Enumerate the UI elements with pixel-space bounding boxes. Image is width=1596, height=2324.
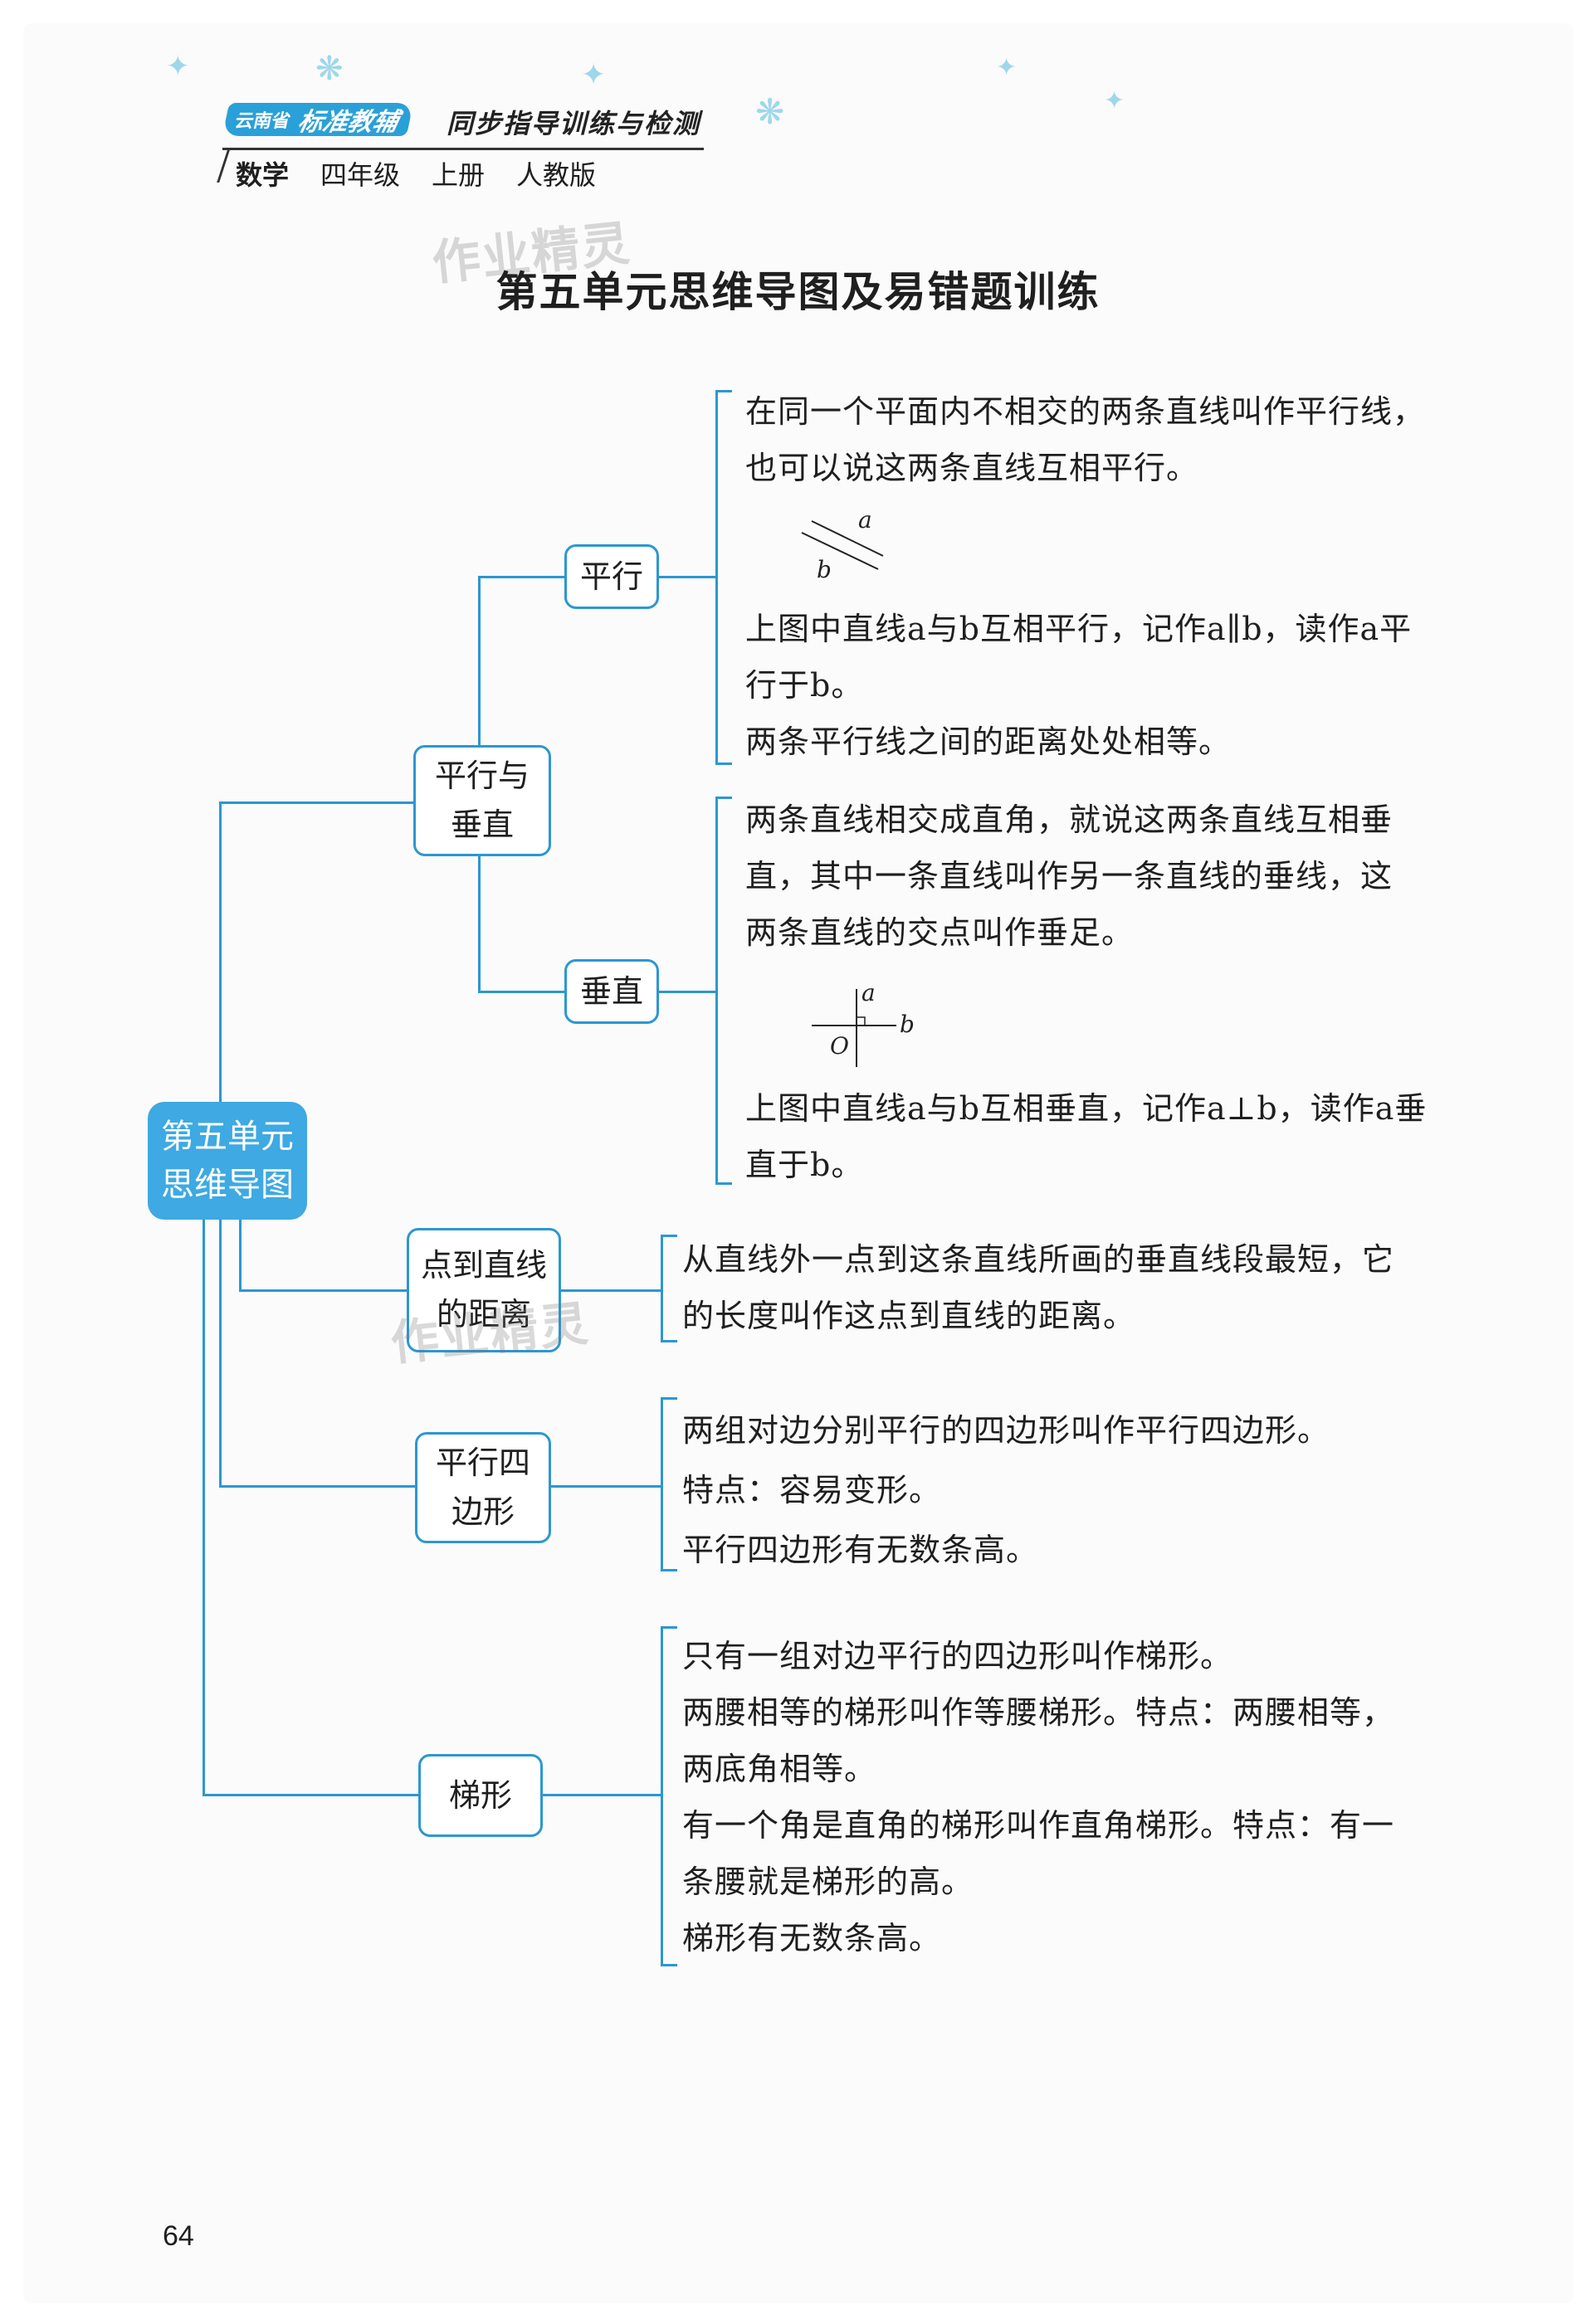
sparkle-icon: ✦ bbox=[581, 58, 607, 92]
brace bbox=[661, 1397, 677, 1571]
parallel-lines-figure: a b bbox=[801, 508, 884, 583]
figure-label-b: b bbox=[817, 556, 832, 583]
figure-label-a: a bbox=[861, 979, 876, 1006]
sparkle-icon: ✦ bbox=[166, 50, 190, 83]
brace bbox=[715, 390, 732, 765]
node-parallel-perpendicular: 平行与 垂直 bbox=[413, 745, 551, 856]
perpendicular-content-2: 上图中直线a与b互相垂直，记作a⊥b，读作a垂 直于b。 bbox=[745, 1080, 1427, 1193]
connector-line bbox=[219, 1485, 417, 1488]
perpendicular-lines-figure: a b O bbox=[812, 979, 915, 1067]
trunk-line bbox=[219, 801, 222, 1133]
trunk-line bbox=[219, 1218, 222, 1487]
figure-label-b: b bbox=[900, 1011, 915, 1038]
content-line: 特点：容易变形。 bbox=[682, 1472, 942, 1508]
content-line: 只有一组对边平行的四边形叫作梯形。 bbox=[682, 1638, 1233, 1674]
content-line: 平行四边形有无数条高。 bbox=[682, 1532, 1039, 1568]
figure-label-a: a bbox=[858, 508, 872, 533]
brace bbox=[661, 1235, 677, 1342]
parallelogram-content: 两组对边分别平行的四边形叫作平行四边形。 特点：容易变形。 平行四边形有无数条高… bbox=[682, 1401, 1330, 1580]
connector-line bbox=[561, 1289, 662, 1292]
content-line: 也可以说这两条直线互相平行。 bbox=[745, 450, 1199, 486]
node-label: 梯形 bbox=[448, 1776, 512, 1814]
page-title: 第五单元思维导图及易错题训练 bbox=[495, 267, 1101, 316]
node-label-line-2: 边形 bbox=[451, 1493, 515, 1530]
content-line: 两组对边分别平行的四边形叫作平行四边形。 bbox=[682, 1412, 1330, 1449]
node-trapezoid: 梯形 bbox=[418, 1754, 543, 1837]
content-line: 两条直线的交点叫作垂足。 bbox=[745, 914, 1135, 951]
content-line: 直于b。 bbox=[745, 1147, 864, 1183]
content-line: 行于b。 bbox=[745, 667, 864, 704]
root-node: 第五单元 思维导图 bbox=[148, 1102, 307, 1220]
node-perpendicular: 垂直 bbox=[564, 959, 659, 1024]
sparkle-icon: ❋ bbox=[315, 50, 344, 88]
connector-line bbox=[219, 801, 415, 804]
node-parallel: 平行 bbox=[564, 544, 659, 609]
volume: 上册 bbox=[432, 159, 486, 191]
series-name: 同步指导训练与检测 bbox=[447, 108, 701, 139]
content-line: 两底角相等。 bbox=[682, 1751, 877, 1787]
trapezoid-content: 只有一组对边平行的四边形叫作梯形。 两腰相等的梯形叫作等腰梯形。特点：两腰相等，… bbox=[682, 1628, 1394, 1966]
content-line: 上图中直线a与b互相平行，记作a∥b，读作a平 bbox=[745, 611, 1413, 647]
connector-line bbox=[203, 1794, 420, 1796]
subject: 数学 bbox=[236, 159, 290, 191]
node-label-line-1: 平行四 bbox=[435, 1445, 530, 1482]
content-line: 两条直线相交成直角，就说这两条直线互相垂 bbox=[745, 801, 1393, 838]
brace bbox=[661, 1626, 677, 1966]
content-line: 条腰就是梯形的高。 bbox=[682, 1864, 974, 1900]
brand-name: 标准教辅 bbox=[295, 108, 401, 137]
node-label: 垂直 bbox=[579, 972, 643, 1010]
sparkle-icon: ✦ bbox=[1104, 86, 1125, 115]
edition: 人教版 bbox=[516, 159, 597, 191]
content-line: 有一个角是直角的梯形叫作直角梯形。特点：有一 bbox=[682, 1807, 1395, 1844]
parallel-content: 在同一个平面内不相交的两条直线叫作平行线， 也可以说这两条直线互相平行。 bbox=[745, 383, 1425, 496]
sparkle-icon: ❋ bbox=[755, 91, 785, 132]
distance-content: 从直线外一点到这条直线所画的垂直线段最短，它 的长度叫作这点到直线的距离。 bbox=[682, 1231, 1394, 1344]
sparkle-icon: ✦ bbox=[996, 53, 1018, 82]
content-line: 从直线外一点到这条直线所画的垂直线段最短，它 bbox=[682, 1241, 1395, 1278]
connector-line bbox=[551, 1485, 662, 1488]
node-label: 平行 bbox=[579, 558, 643, 595]
trunk-line bbox=[239, 1218, 242, 1291]
connector-line bbox=[478, 576, 564, 578]
brace bbox=[715, 797, 732, 1185]
connector-line bbox=[478, 991, 564, 993]
content-line: 上图中直线a与b互相垂直，记作a⊥b，读作a垂 bbox=[745, 1090, 1428, 1127]
node-label-line-1: 点到直线 bbox=[420, 1247, 547, 1284]
trunk-line bbox=[203, 1218, 205, 1795]
content-line: 在同一个平面内不相交的两条直线叫作平行线， bbox=[745, 393, 1426, 430]
node-label-line-2: 的距离 bbox=[436, 1296, 531, 1333]
node-label-line-2: 垂直 bbox=[450, 806, 514, 843]
figure-label-o: O bbox=[830, 1032, 849, 1060]
header-divider bbox=[222, 148, 704, 150]
content-line: 直，其中一条直线叫作另一条直线的垂线，这 bbox=[745, 858, 1393, 894]
content-line: 的长度叫作这点到直线的距离。 bbox=[682, 1298, 1136, 1334]
perpendicular-content: 两条直线相交成直角，就说这两条直线互相垂 直，其中一条直线叫作另一条直线的垂线，… bbox=[745, 792, 1393, 961]
root-label-line-2: 思维导图 bbox=[161, 1166, 294, 1204]
connector-line bbox=[478, 856, 481, 992]
brand-badge: 云南省 标准教辅 bbox=[222, 103, 414, 137]
connector-line bbox=[659, 991, 717, 993]
node-parallelogram: 平行四 边形 bbox=[415, 1432, 551, 1543]
grade: 四年级 bbox=[320, 159, 401, 191]
node-label-line-1: 平行与 bbox=[434, 758, 530, 795]
parallel-content-2: 上图中直线a与b互相平行，记作a∥b，读作a平 行于b。 两条平行线之间的距离处… bbox=[745, 601, 1412, 770]
connector-line bbox=[543, 1794, 662, 1796]
brand-logo: 云南省 bbox=[232, 111, 293, 132]
content-line: 两条平行线之间的距离处处相等。 bbox=[745, 724, 1232, 760]
root-label-line-1: 第五单元 bbox=[161, 1118, 294, 1156]
connector-line bbox=[659, 576, 717, 578]
book-info: 数学 四年级 上册 人教版 bbox=[236, 154, 596, 192]
connector-line bbox=[239, 1289, 408, 1292]
node-distance: 点到直线 的距离 bbox=[407, 1228, 561, 1352]
content-line: 梯形有无数条高。 bbox=[682, 1920, 942, 1956]
content-line: 两腰相等的梯形叫作等腰梯形。特点：两腰相等， bbox=[682, 1694, 1395, 1731]
connector-line bbox=[478, 576, 481, 747]
page-number: 64 bbox=[163, 2220, 194, 2252]
